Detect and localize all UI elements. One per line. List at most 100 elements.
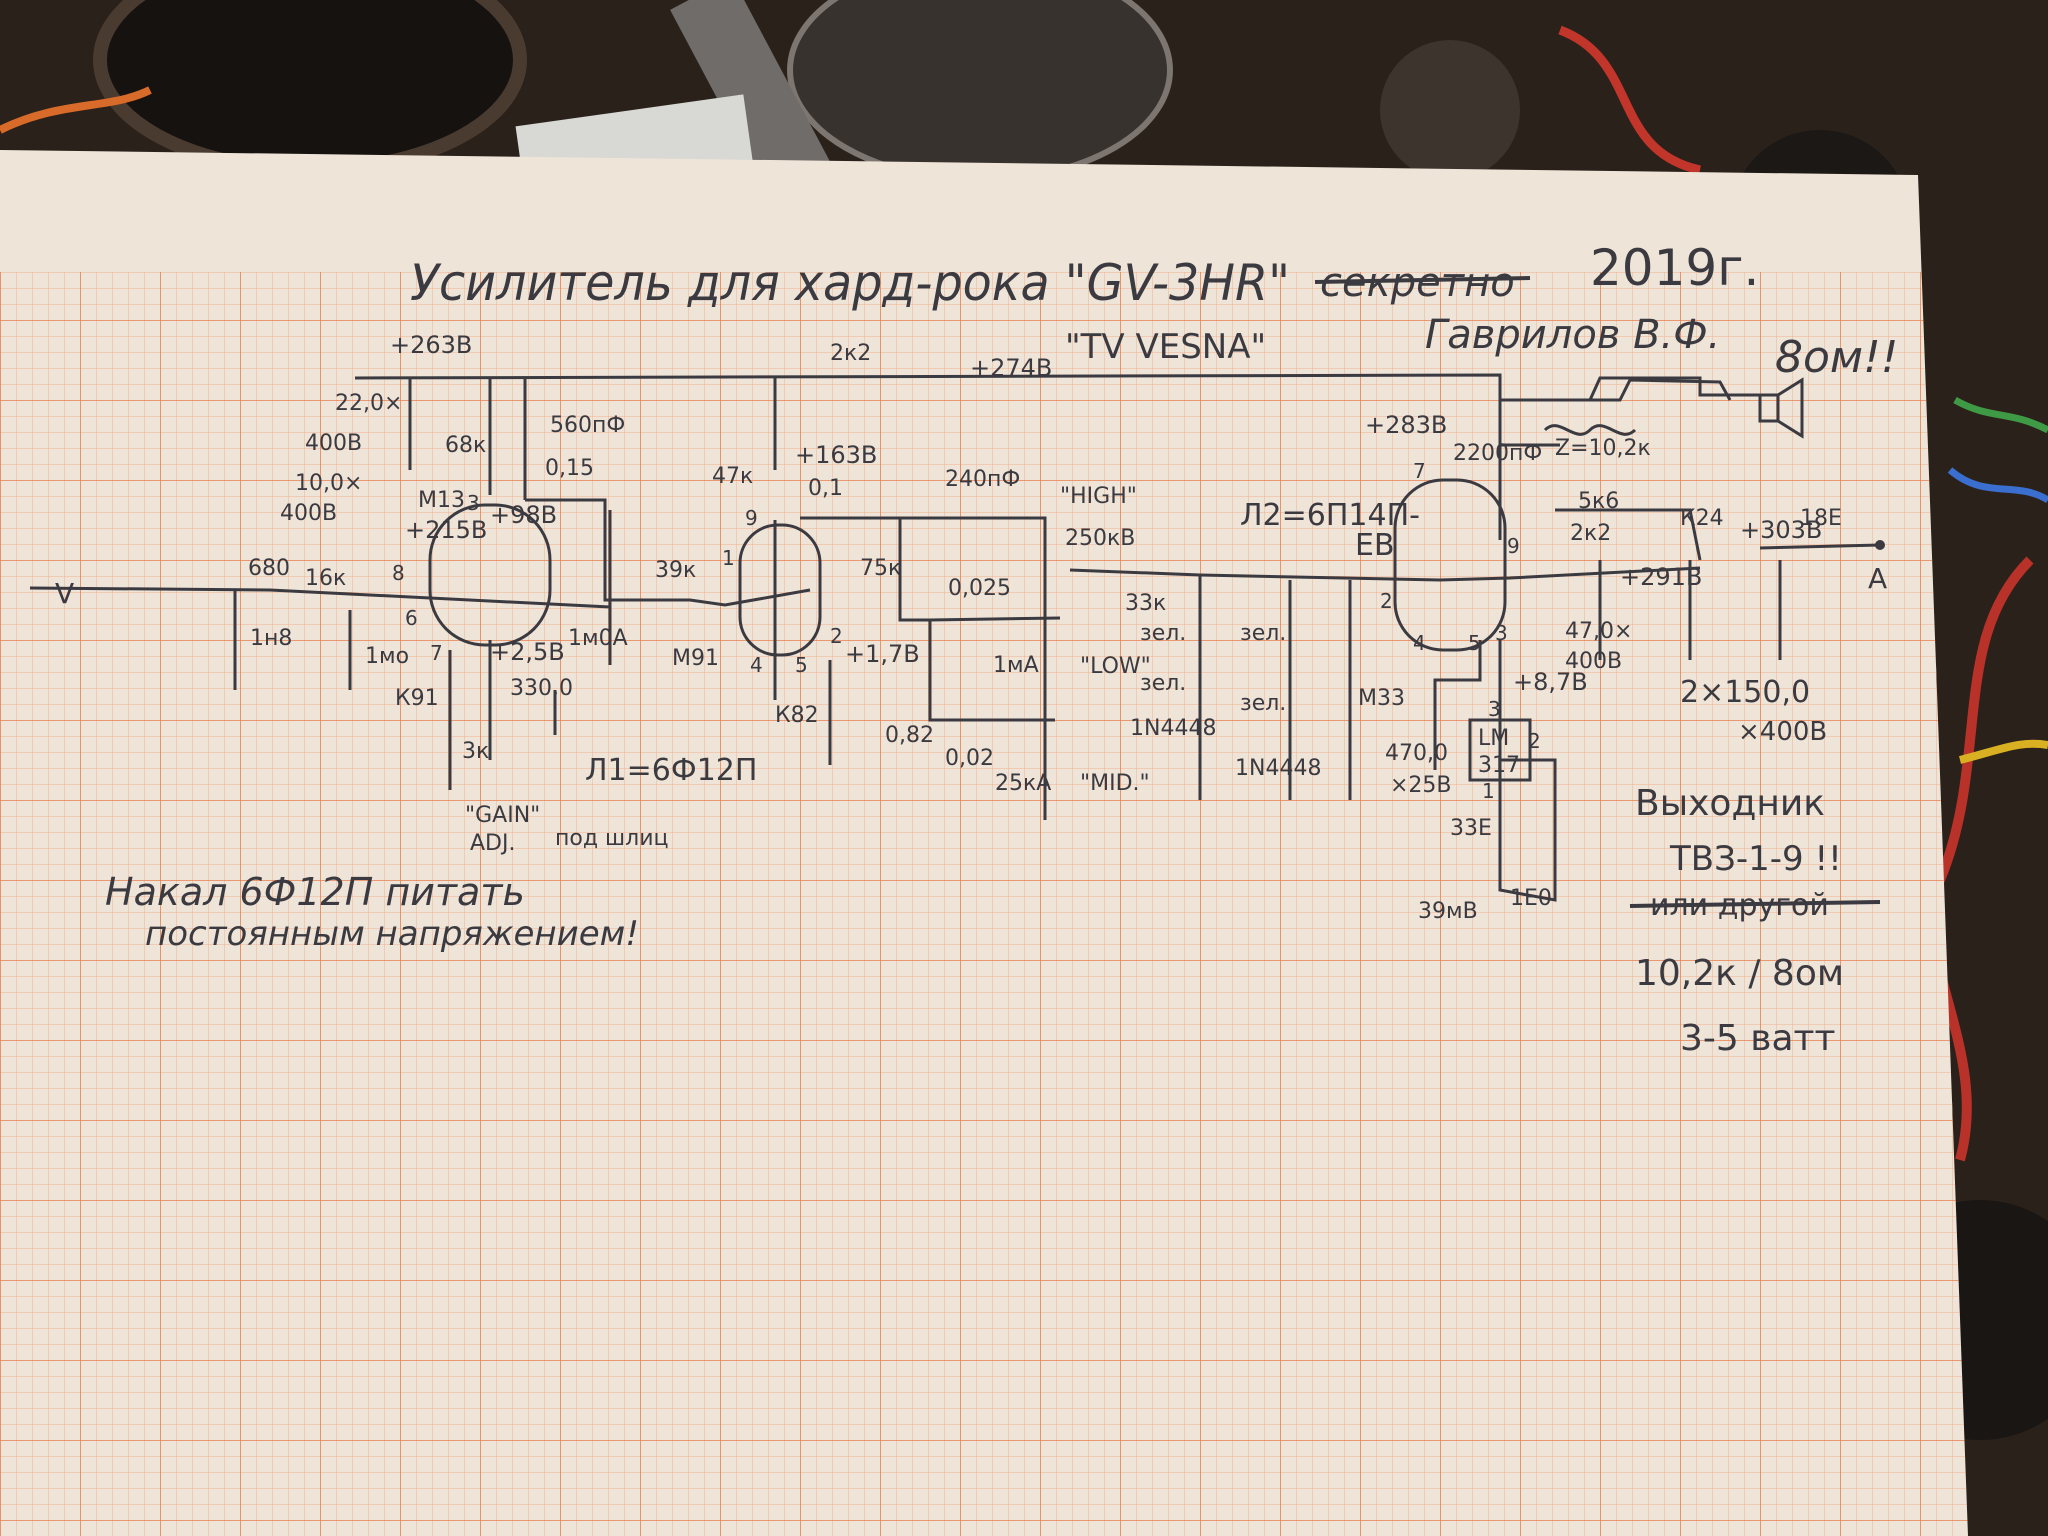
pin-number: 8: [392, 561, 405, 585]
pin-number: 1: [722, 546, 735, 570]
component-value: 10,0×: [295, 471, 362, 496]
component-value: Z=10,2к: [1555, 436, 1651, 461]
component-value: 470,0: [1385, 741, 1448, 766]
component-value: 0,82: [885, 723, 934, 748]
component-value: ×25В: [1390, 773, 1452, 798]
output-note-power: 3-5 ватт: [1680, 1018, 1835, 1059]
speaker-impedance: 8ом!!: [1775, 332, 1898, 383]
component-value: 0,02: [945, 746, 994, 771]
component-value: 1N4448: [1235, 756, 1321, 781]
component-value: зел.: [1240, 621, 1286, 646]
component-value: К24: [1680, 506, 1724, 531]
component-value: 22,0×: [335, 391, 402, 416]
wire-yellow: [1959, 739, 2048, 764]
component-value: 250кВ: [1065, 526, 1135, 551]
component-value: 68к: [445, 433, 486, 458]
control-slot-note: под шлиц: [555, 826, 669, 851]
title-text: Усилитель для хард-рока "GV-3HR": [410, 254, 1290, 312]
wire-blue: [1947, 467, 2048, 504]
pin-number: 4: [1413, 631, 1426, 655]
component-value: зел.: [1140, 621, 1186, 646]
output-transformer-note: Выходник ТВЗ-1-9 !! или другой 10,2к / 8…: [1629, 783, 1881, 1059]
voltage-labels: +263В +274В +283В +163В +98В +215В +2,5В…: [390, 331, 1822, 696]
tube-l1a: [428, 503, 552, 647]
pin-number: 6: [405, 606, 418, 630]
component-value: зел.: [1240, 691, 1286, 716]
heater-note-line2: постоянным напряжением!: [145, 914, 639, 954]
io-labels: V A: [55, 562, 1887, 610]
pin-number: 2: [1380, 589, 1393, 613]
pin-number: 4: [750, 653, 763, 677]
component-value: 1мА: [993, 653, 1039, 678]
tube-l1-note: Л1=6Ф12П: [585, 753, 757, 788]
component-value: К91: [395, 686, 439, 711]
tube-l2-note-suffix: ЕВ: [1355, 528, 1395, 563]
voltage-label: +263В: [390, 331, 472, 359]
control-mid-label: "MID.": [1080, 771, 1150, 796]
input-label: V: [55, 577, 74, 610]
component-value: 1м0А: [568, 626, 628, 651]
pin-number: 2: [1528, 729, 1541, 753]
voltage-label: +163В: [795, 441, 877, 469]
component-value: ×400В: [1738, 717, 1827, 747]
voltage-label: +291В: [1620, 563, 1702, 591]
component-value: 0,1: [808, 476, 843, 501]
voltage-label: +274В: [970, 354, 1052, 382]
pin-number: 3: [467, 491, 480, 515]
regulator-lm317: [1468, 718, 1532, 782]
component-value: 2×150,0: [1680, 675, 1810, 710]
component-value: 2к2: [830, 341, 871, 366]
component-value: 5к6: [1578, 489, 1619, 514]
control-adj-label: ADJ.: [470, 831, 515, 856]
component-value: 2200пФ: [1453, 441, 1542, 466]
voltage-label: +1,7В: [845, 640, 920, 668]
component-value: 39мВ: [1418, 899, 1478, 924]
heater-note-line1: Накал 6Ф12П питать: [105, 870, 525, 914]
component-value: 33к: [1125, 591, 1166, 616]
pin-number: 9: [1507, 534, 1520, 558]
pin-number: 2: [830, 624, 843, 648]
component-value: М13: [418, 488, 465, 513]
voltage-label: +283В: [1365, 411, 1447, 439]
pin-number: 3: [1495, 621, 1508, 645]
component-value: 33Е: [1450, 816, 1492, 841]
pin-number: 5: [795, 653, 808, 677]
component-value: 1мо: [365, 644, 409, 669]
pin-number: 5: [1468, 631, 1481, 655]
tube-l2: [1393, 478, 1507, 652]
wire-green: [1953, 396, 2048, 434]
pin-number: 7: [1413, 459, 1426, 483]
component-value: 25кА: [995, 771, 1051, 796]
subtitle-tv-vesna: "TV VESNA": [1065, 327, 1266, 367]
component-value: 3к: [462, 739, 489, 764]
pin-number: 9: [745, 506, 758, 530]
output-terminal: [1875, 540, 1885, 550]
component-value: 1н8: [250, 626, 292, 651]
control-high-label: "HIGH": [1060, 484, 1137, 509]
control-labels: "HIGH" "LOW" "MID." "GAIN" ADJ. под шлиц: [465, 484, 1151, 856]
voltage-label: +215В: [405, 516, 487, 544]
component-value: 400В: [280, 501, 337, 526]
component-value: 1N4448: [1130, 716, 1216, 741]
component-value: 400В: [305, 431, 362, 456]
wire-red: [1558, 25, 1701, 175]
component-value: 560пФ: [550, 413, 625, 438]
component-value: 1Е0: [1510, 886, 1552, 911]
title-year: 2019г.: [1590, 239, 1759, 297]
component-value: М33: [1358, 686, 1405, 711]
voltage-label: +8,7В: [1513, 668, 1588, 696]
component-value: 330,0: [510, 676, 573, 701]
output-note-ratio: 10,2к / 8ом: [1635, 953, 1844, 994]
output-transformer-symbol: [1543, 378, 1732, 436]
component-value: К82: [775, 703, 819, 728]
component-value: 0,15: [545, 456, 594, 481]
circuit-wiring: [29, 373, 1881, 902]
voltage-label: +303В: [1740, 516, 1822, 544]
pin-number: 7: [430, 641, 443, 665]
heater-note: Накал 6Ф12П питать постоянным напряжение…: [105, 870, 639, 954]
author-name: Гаврилов В.Ф.: [1425, 312, 1720, 358]
control-gain-label: "GAIN": [465, 803, 540, 828]
pin-numbers: 3 8 6 7 1 9 2 4 5 7 9 2 4 5 3 3 1 2: [392, 459, 1541, 803]
output-label: A: [1868, 562, 1887, 595]
component-value: 0,025: [948, 576, 1011, 601]
